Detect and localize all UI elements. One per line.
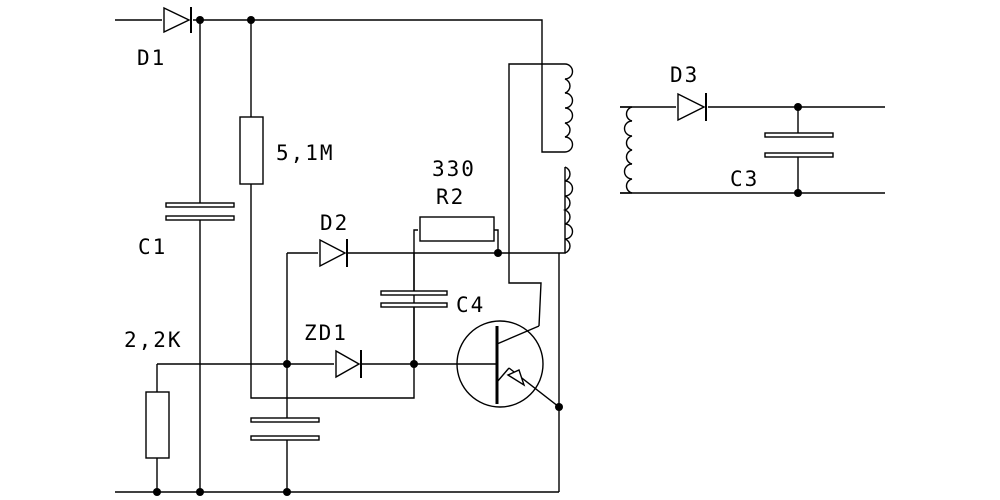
zener-diode-zd1	[335, 349, 362, 379]
capacitor-c3	[764, 132, 834, 158]
label-d2: D2	[320, 211, 349, 235]
junction-dot	[555, 403, 563, 411]
label-5m1: 5,1M	[276, 141, 335, 165]
junction-dot	[283, 360, 291, 368]
label-c4: C4	[456, 293, 485, 317]
junction-dot	[794, 103, 802, 111]
resistor-r2	[419, 216, 495, 242]
capacitor-lower	[250, 417, 320, 441]
label-d3: D3	[670, 63, 699, 87]
capacitor-c1	[165, 202, 235, 221]
junction-dot	[410, 360, 418, 368]
label-zd1: ZD1	[304, 321, 348, 345]
junction-dots	[153, 16, 802, 496]
transformer-primary-bottom	[562, 166, 574, 254]
diode-d1	[163, 6, 192, 34]
transistor	[456, 320, 544, 408]
resistor-5m1	[239, 116, 264, 185]
transformer-secondary	[620, 106, 633, 194]
junction-dot	[196, 16, 204, 24]
resistor-2k2	[145, 391, 170, 459]
junction-dot	[794, 189, 802, 197]
junction-dot	[283, 488, 291, 496]
transformer-primary-top	[564, 63, 574, 153]
capacitor-c4	[380, 290, 448, 308]
label-2k2: 2,2K	[124, 328, 183, 352]
junction-dot	[247, 16, 255, 24]
diode-d3	[677, 92, 707, 122]
label-r2: R2	[436, 185, 465, 209]
label-r2-value: 330	[432, 157, 476, 181]
label-c3: C3	[730, 167, 759, 191]
wires	[115, 19, 885, 493]
junction-dot	[494, 249, 502, 257]
diode-d2	[319, 238, 348, 268]
label-d1: D1	[137, 46, 166, 70]
junction-dot	[153, 488, 161, 496]
junction-dot	[196, 488, 204, 496]
label-c1: C1	[138, 235, 167, 259]
